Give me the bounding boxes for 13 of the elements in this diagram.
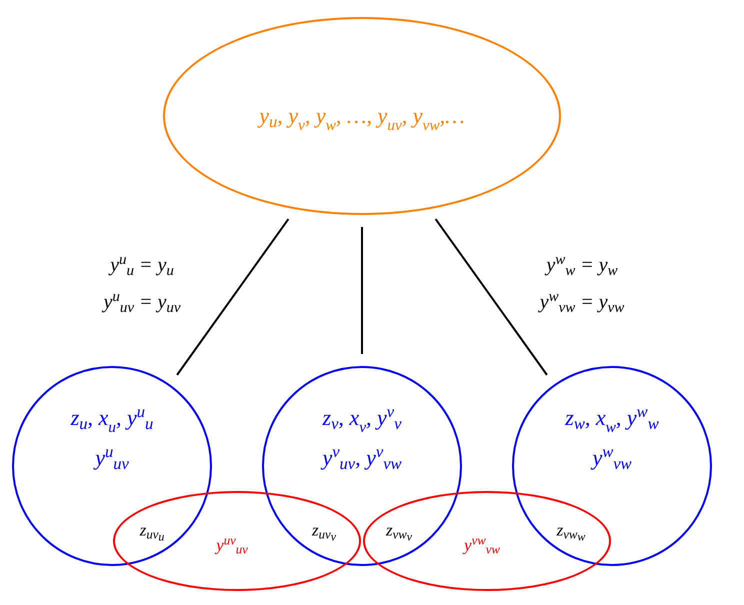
connector-line <box>176 218 290 376</box>
ellipse <box>363 491 611 591</box>
equation-label: y$^{u}$$_{uv}$ = y$_{uv}$ <box>103 292 181 312</box>
ellipse <box>163 17 561 215</box>
ellipse <box>113 491 361 591</box>
circle <box>512 366 712 566</box>
connector-line <box>361 227 363 354</box>
connector-line <box>434 218 548 376</box>
equation-label: y$^{w}$$_{vw}$ = y$_{vw}$ <box>540 292 624 312</box>
equation-label: y$^{u}$$_{u}$ = y$_{u}$ <box>110 255 174 275</box>
circle <box>12 366 212 566</box>
equation-label: y$^{w}$$_{w}$ = y$_{w}$ <box>546 255 618 275</box>
circle <box>262 366 462 566</box>
